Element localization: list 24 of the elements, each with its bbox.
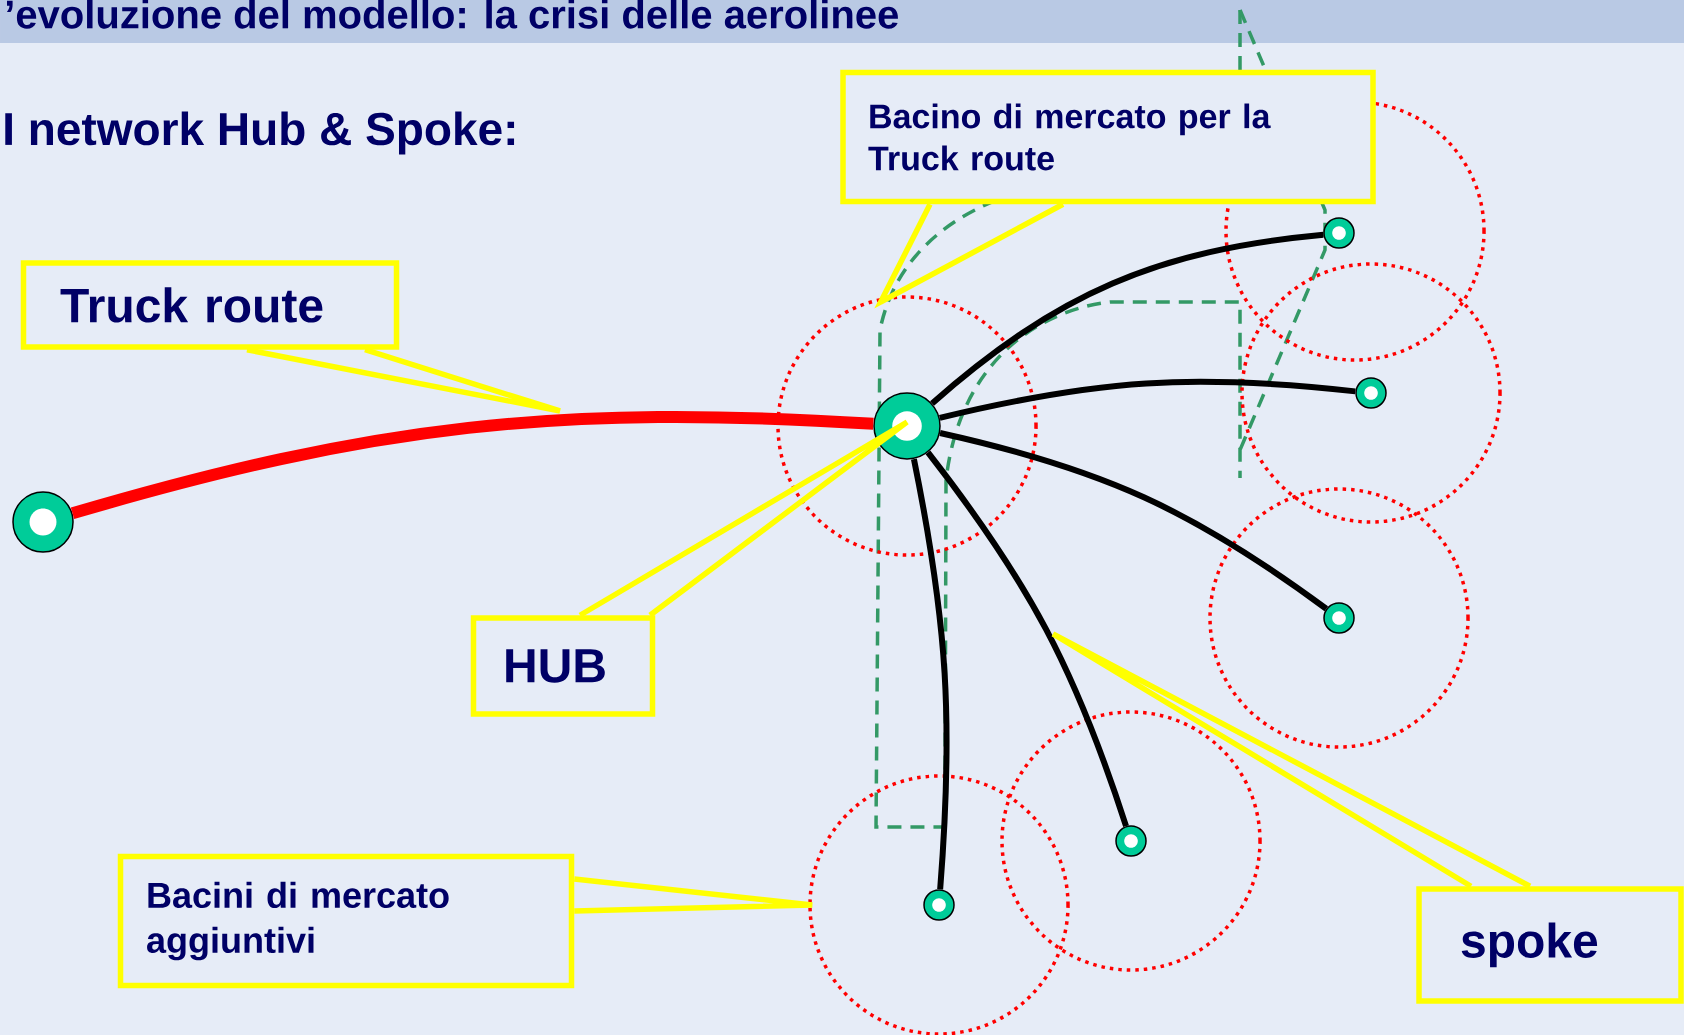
spoke-line	[939, 430, 1328, 612]
subtitle: I network Hub & Spoke:	[5, 111, 515, 155]
airport-icon	[1355, 377, 1387, 409]
catchment-circle	[1240, 262, 1502, 524]
airport-icon	[1115, 825, 1147, 857]
callout-box: Bacino di mercato per la Truck route	[840, 69, 1376, 205]
spoke-line	[939, 378, 1356, 421]
catchment-circle	[1000, 710, 1262, 972]
spoke-line	[910, 458, 950, 890]
callout-box: HUB	[470, 615, 656, 717]
slide-title: ’evoluzione del modello: la crisi delle aerolinee	[6, 0, 898, 29]
route-line	[70, 410, 874, 520]
airport-icon	[1323, 602, 1355, 634]
callout-box: Bacini di mercato aggiuntivi	[117, 853, 575, 989]
airport-icon	[923, 889, 955, 921]
airport-icon	[873, 392, 941, 460]
catchment-circle	[776, 295, 1038, 557]
airport-icon	[1323, 217, 1355, 249]
spoke-line	[930, 231, 1324, 406]
callout-box: Truck route	[20, 260, 400, 350]
spoke-line	[925, 450, 1129, 827]
airport-icon	[12, 491, 74, 553]
catchment-circle	[1208, 487, 1470, 749]
callout-box: spoke	[1416, 886, 1684, 1004]
